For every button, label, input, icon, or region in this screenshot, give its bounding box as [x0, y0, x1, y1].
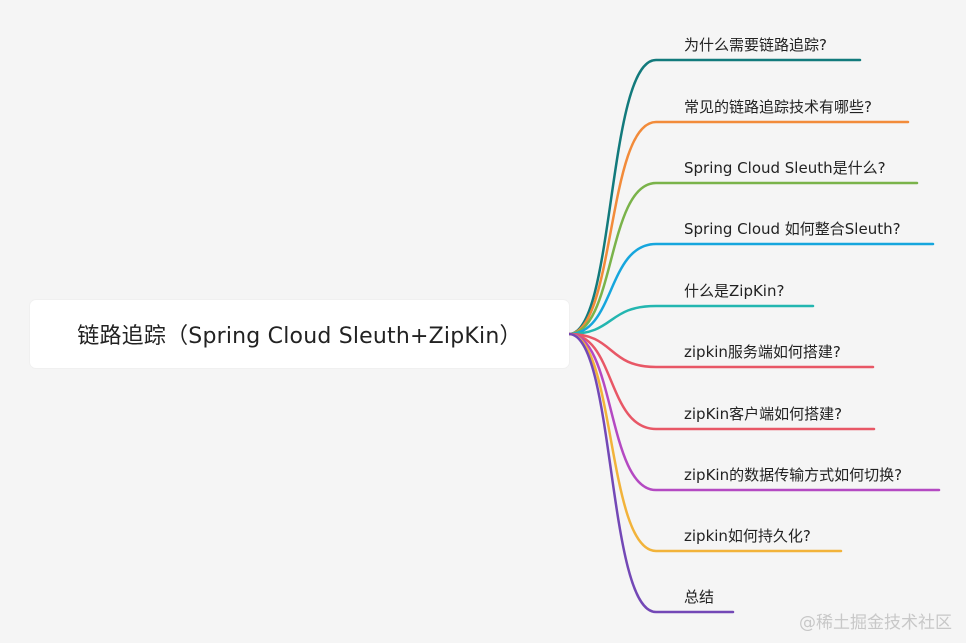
branch-topic-label[interactable]: zipKin的数据传输方式如何切换?	[684, 466, 903, 484]
branch-connector	[567, 332, 843, 553]
branch-topic-label[interactable]: zipkin服务端如何搭建?	[684, 343, 841, 361]
branch-connector	[567, 304, 815, 336]
branch-topic-label[interactable]: 为什么需要链路追踪?	[684, 36, 827, 54]
root-topic[interactable]: 链路追踪（Spring Cloud Sleuth+ZipKin）	[30, 300, 569, 368]
branch-topic-label[interactable]: 常见的链路追踪技术有哪些?	[684, 98, 872, 116]
watermark: @稀土掘金技术社区	[799, 613, 952, 633]
branch-connector	[567, 332, 735, 614]
branch-topic-label[interactable]: 总结	[684, 588, 715, 606]
branch-connector	[567, 120, 910, 336]
branch-connector	[567, 332, 876, 431]
branch-connector	[567, 332, 941, 492]
branch-connector	[567, 332, 875, 369]
branch-topic-label[interactable]: zipkin如何持久化?	[684, 527, 811, 545]
branch-topic-label[interactable]: Spring Cloud Sleuth是什么?	[684, 159, 886, 177]
branch-connector	[567, 181, 919, 336]
branch-topic-label[interactable]: zipKin客户端如何搭建?	[684, 405, 843, 423]
branch-topic-label[interactable]: 什么是ZipKin?	[684, 282, 785, 300]
root-topic-label: 链路追踪（Spring Cloud Sleuth+ZipKin）	[77, 324, 522, 349]
branch-connector	[567, 58, 862, 336]
branch-connector	[567, 242, 935, 336]
branch-topic-label[interactable]: Spring Cloud 如何整合Sleuth?	[684, 220, 901, 238]
